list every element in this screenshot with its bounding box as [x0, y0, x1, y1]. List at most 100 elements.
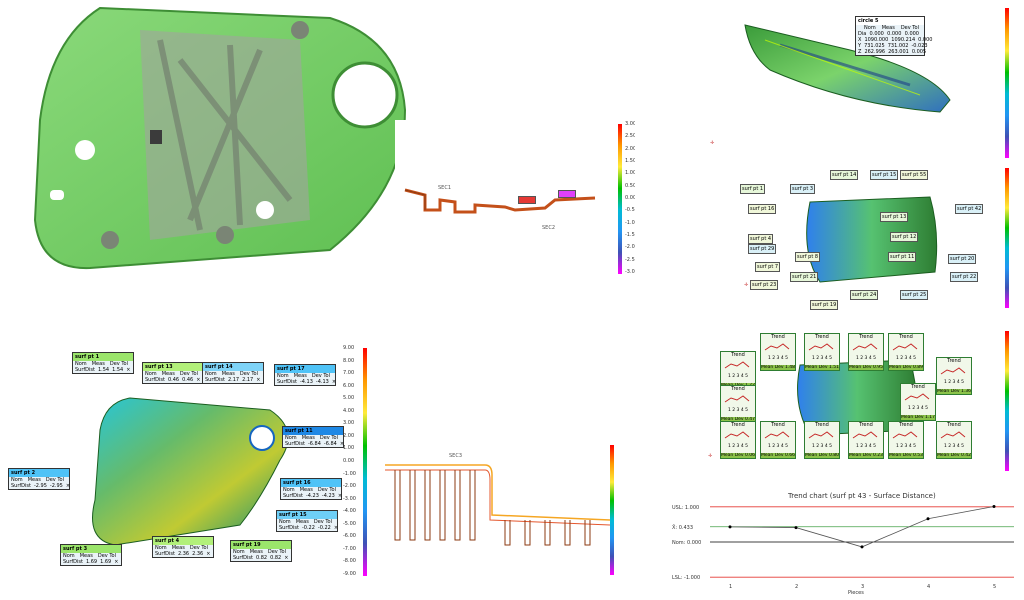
- mini-callout-tag[interactable]: surf pt 20: [948, 254, 977, 264]
- mini-callout-tag[interactable]: surf pt 29: [748, 244, 777, 254]
- perspective-door-model[interactable]: [700, 0, 1000, 160]
- trend-point[interactable]: [860, 545, 864, 549]
- trend-ticks: 1 2 3 4 5: [767, 444, 789, 449]
- surf-callouts-door-model[interactable]: [0, 340, 385, 590]
- mini-callout-tag[interactable]: surf pt 15: [870, 170, 899, 180]
- scale-tick-label: 0.50: [625, 182, 635, 189]
- reference-label: Nom: 0.000: [672, 540, 701, 546]
- surf-callout-title: surf pt 14: [203, 363, 263, 371]
- panel-section-profile-2[interactable]: SEC3: [380, 440, 625, 580]
- scale-tick-label: -0.50: [625, 207, 635, 214]
- mini-callout-tag[interactable]: surf pt 22: [950, 272, 979, 282]
- trend-ticks: 1 2 3 4 5: [727, 444, 749, 449]
- scale-tick-label: 2.00: [343, 432, 355, 439]
- mini-callout-tag[interactable]: surf pt 21: [790, 272, 819, 282]
- mini-callout-tag[interactable]: surf pt 16: [748, 204, 777, 214]
- close-icon[interactable]: ×: [284, 555, 289, 561]
- reference-label: USL: 1.000: [672, 505, 699, 511]
- close-icon[interactable]: ×: [333, 525, 339, 531]
- mini-callout-tag[interactable]: surf pt 13: [880, 212, 909, 222]
- mini-callout-tag[interactable]: surf pt 14: [830, 170, 859, 180]
- mini-callout-tag[interactable]: surf pt 4: [748, 234, 774, 244]
- mini-callout-tag[interactable]: surf pt 8: [795, 252, 821, 262]
- close-icon[interactable]: ×: [65, 483, 71, 489]
- close-icon[interactable]: ×: [206, 551, 211, 557]
- mini-callout-tag[interactable]: surf pt 3: [790, 184, 816, 194]
- trend-point[interactable]: [926, 517, 930, 521]
- mini-callout-tag[interactable]: surf pt 23: [750, 280, 779, 290]
- color-scale-bar-6: [610, 445, 614, 575]
- panel-green-part-view[interactable]: [0, 0, 420, 280]
- mini-callout-tag[interactable]: surf pt 25: [900, 290, 929, 300]
- close-icon[interactable]: ×: [126, 367, 131, 373]
- color-scale-bar-1: [618, 124, 622, 274]
- trend-point[interactable]: [794, 526, 798, 530]
- trend-sparkline: [724, 431, 750, 439]
- mini-callout-tag[interactable]: surf pt 55: [900, 170, 929, 180]
- close-icon[interactable]: ×: [196, 377, 201, 383]
- scale-tick-label: 3.00: [343, 420, 355, 427]
- close-icon[interactable]: ×: [331, 379, 337, 385]
- scale-tick-label: -4.00: [343, 508, 356, 515]
- mini-callout-tag[interactable]: surf pt 42: [955, 204, 984, 214]
- reference-label: X̄: 0.433: [672, 524, 693, 531]
- panel-trend-chart[interactable]: Trend chart (surf pt 43 - Surface Distan…: [668, 490, 1024, 600]
- trend-sparkline: [724, 361, 750, 369]
- section-label-sec1: SEC1: [438, 185, 452, 191]
- section-label-sec3: SEC3: [449, 453, 463, 459]
- trend-ticks: 1 2 3 4 5: [895, 356, 917, 361]
- close-icon[interactable]: ×: [337, 493, 343, 499]
- trend-point[interactable]: [728, 525, 732, 529]
- scale-tick-label: 1.50: [625, 158, 635, 164]
- mini-callout-tag[interactable]: surf pt 12: [890, 232, 919, 242]
- close-icon[interactable]: ×: [256, 377, 261, 383]
- scale-tick-label: 6.00: [343, 382, 355, 389]
- mini-callout-tag[interactable]: surf pt 24: [850, 290, 879, 300]
- mini-callout-tag[interactable]: surf pt 7: [755, 262, 781, 272]
- mini-callout-tag[interactable]: surf pt 11: [888, 252, 917, 262]
- color-scale-bar-5: [363, 348, 367, 576]
- mini-callout-tag[interactable]: surf pt 19: [810, 300, 839, 310]
- green-door-panel-model[interactable]: [0, 0, 420, 280]
- trend-ticks: 1 2 3 4 5: [811, 356, 833, 361]
- mini-callout-tag[interactable]: surf pt 1: [740, 184, 766, 194]
- close-icon[interactable]: ×: [339, 441, 345, 447]
- trend-point[interactable]: [992, 504, 996, 508]
- trend-ticks: 1 2 3 4 5: [855, 444, 877, 449]
- close-icon[interactable]: ×: [114, 559, 119, 565]
- surf-callout-title: surf pt 1: [73, 353, 133, 361]
